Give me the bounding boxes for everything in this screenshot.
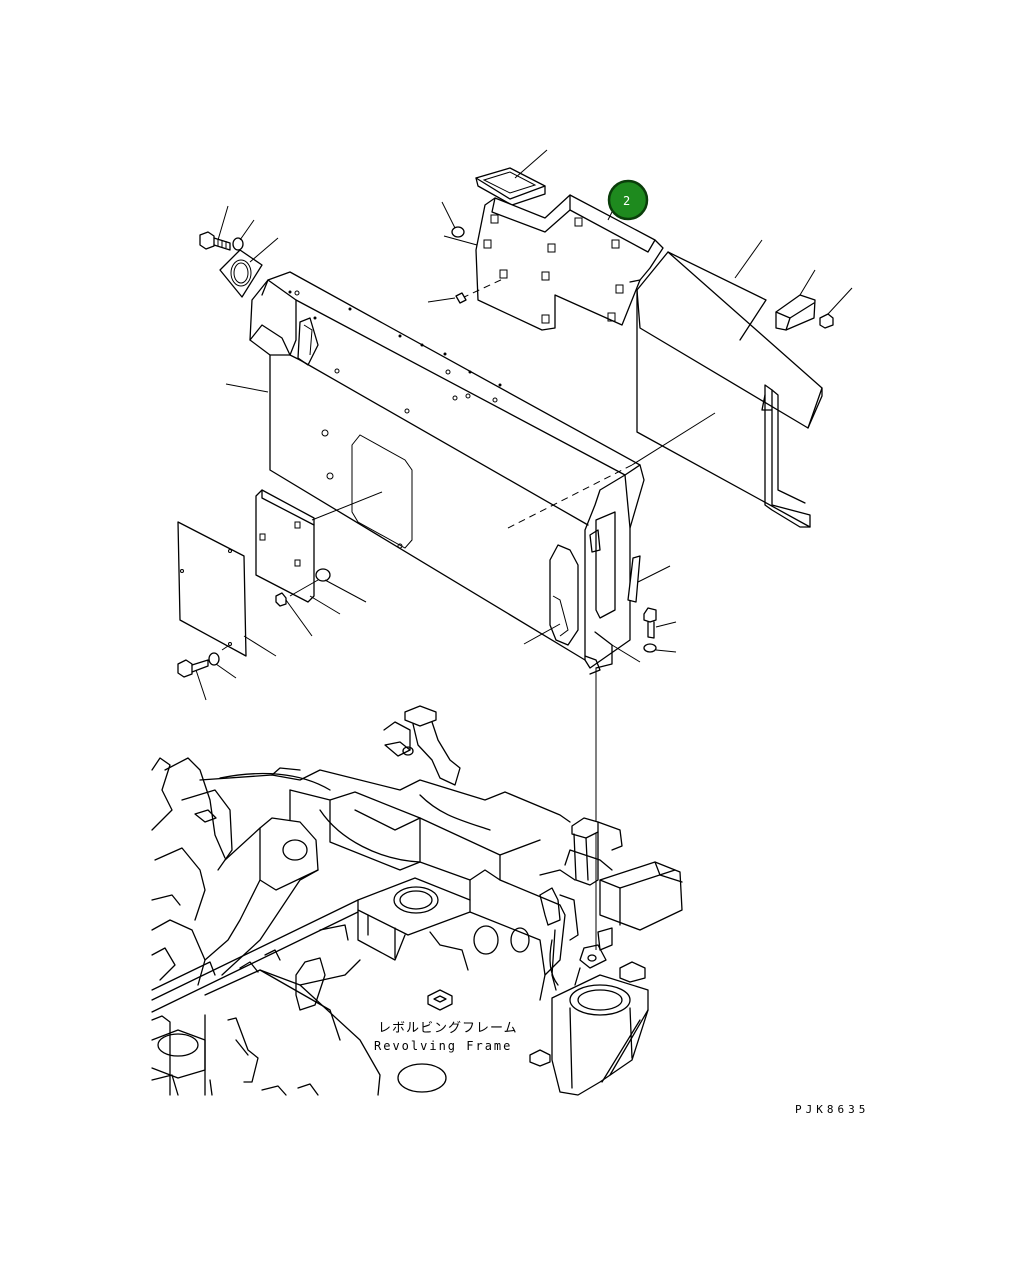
right-plate-part <box>636 251 823 528</box>
leader-line <box>225 383 269 393</box>
revolving-frame <box>151 705 683 1096</box>
leader-line <box>655 621 677 628</box>
cover-box-part <box>255 489 315 603</box>
leader-line <box>734 239 763 279</box>
leader-line <box>441 201 456 229</box>
washer-part <box>232 237 244 251</box>
frame-caption-jp: レボルビングフレーム <box>378 1021 518 1036</box>
leader-line <box>215 663 237 679</box>
rail-part <box>627 555 641 603</box>
top-cap-part <box>475 167 546 206</box>
leader-line <box>285 599 313 637</box>
small-clip-part <box>275 592 287 607</box>
leader-line <box>637 565 671 583</box>
leader-line <box>195 669 207 701</box>
washer-part <box>451 226 465 238</box>
small-clip-part <box>455 292 467 304</box>
leader-line <box>221 645 229 651</box>
washer-part <box>643 643 657 653</box>
leader-line <box>655 649 677 653</box>
wedge-part <box>775 294 816 331</box>
leader-line <box>514 149 548 179</box>
leader-line <box>243 635 277 657</box>
washer-part <box>208 652 220 666</box>
leader-line <box>324 579 367 603</box>
frame-caption-en: Revolving Frame <box>374 1039 512 1053</box>
leader-line <box>523 623 561 645</box>
upper-bracket-part <box>475 194 664 331</box>
leader-line <box>631 412 716 466</box>
bolt-part <box>199 231 231 251</box>
leader-line <box>607 211 613 221</box>
main-panel-part <box>249 271 645 675</box>
leader-line <box>311 491 383 521</box>
leader-line <box>827 287 853 315</box>
cover-plate-part <box>177 521 247 657</box>
callout-2[interactable]: 2 <box>607 179 649 221</box>
nut-part <box>819 313 834 329</box>
drawing-code: PJK8635 <box>795 1103 869 1116</box>
leader-line <box>217 205 229 241</box>
leader-line <box>289 579 319 597</box>
bolt-part <box>177 659 209 678</box>
washer-part <box>315 568 331 582</box>
leader-line <box>239 219 255 241</box>
callout-2-label: 2 <box>623 194 630 208</box>
leader-line <box>799 269 816 296</box>
leader-line <box>427 297 456 303</box>
flange-plate-part <box>219 249 263 298</box>
leader-line <box>309 595 341 615</box>
leader-line <box>611 644 641 663</box>
leader-line <box>249 237 279 263</box>
leader-line <box>461 277 506 299</box>
bolt-part <box>643 607 657 639</box>
